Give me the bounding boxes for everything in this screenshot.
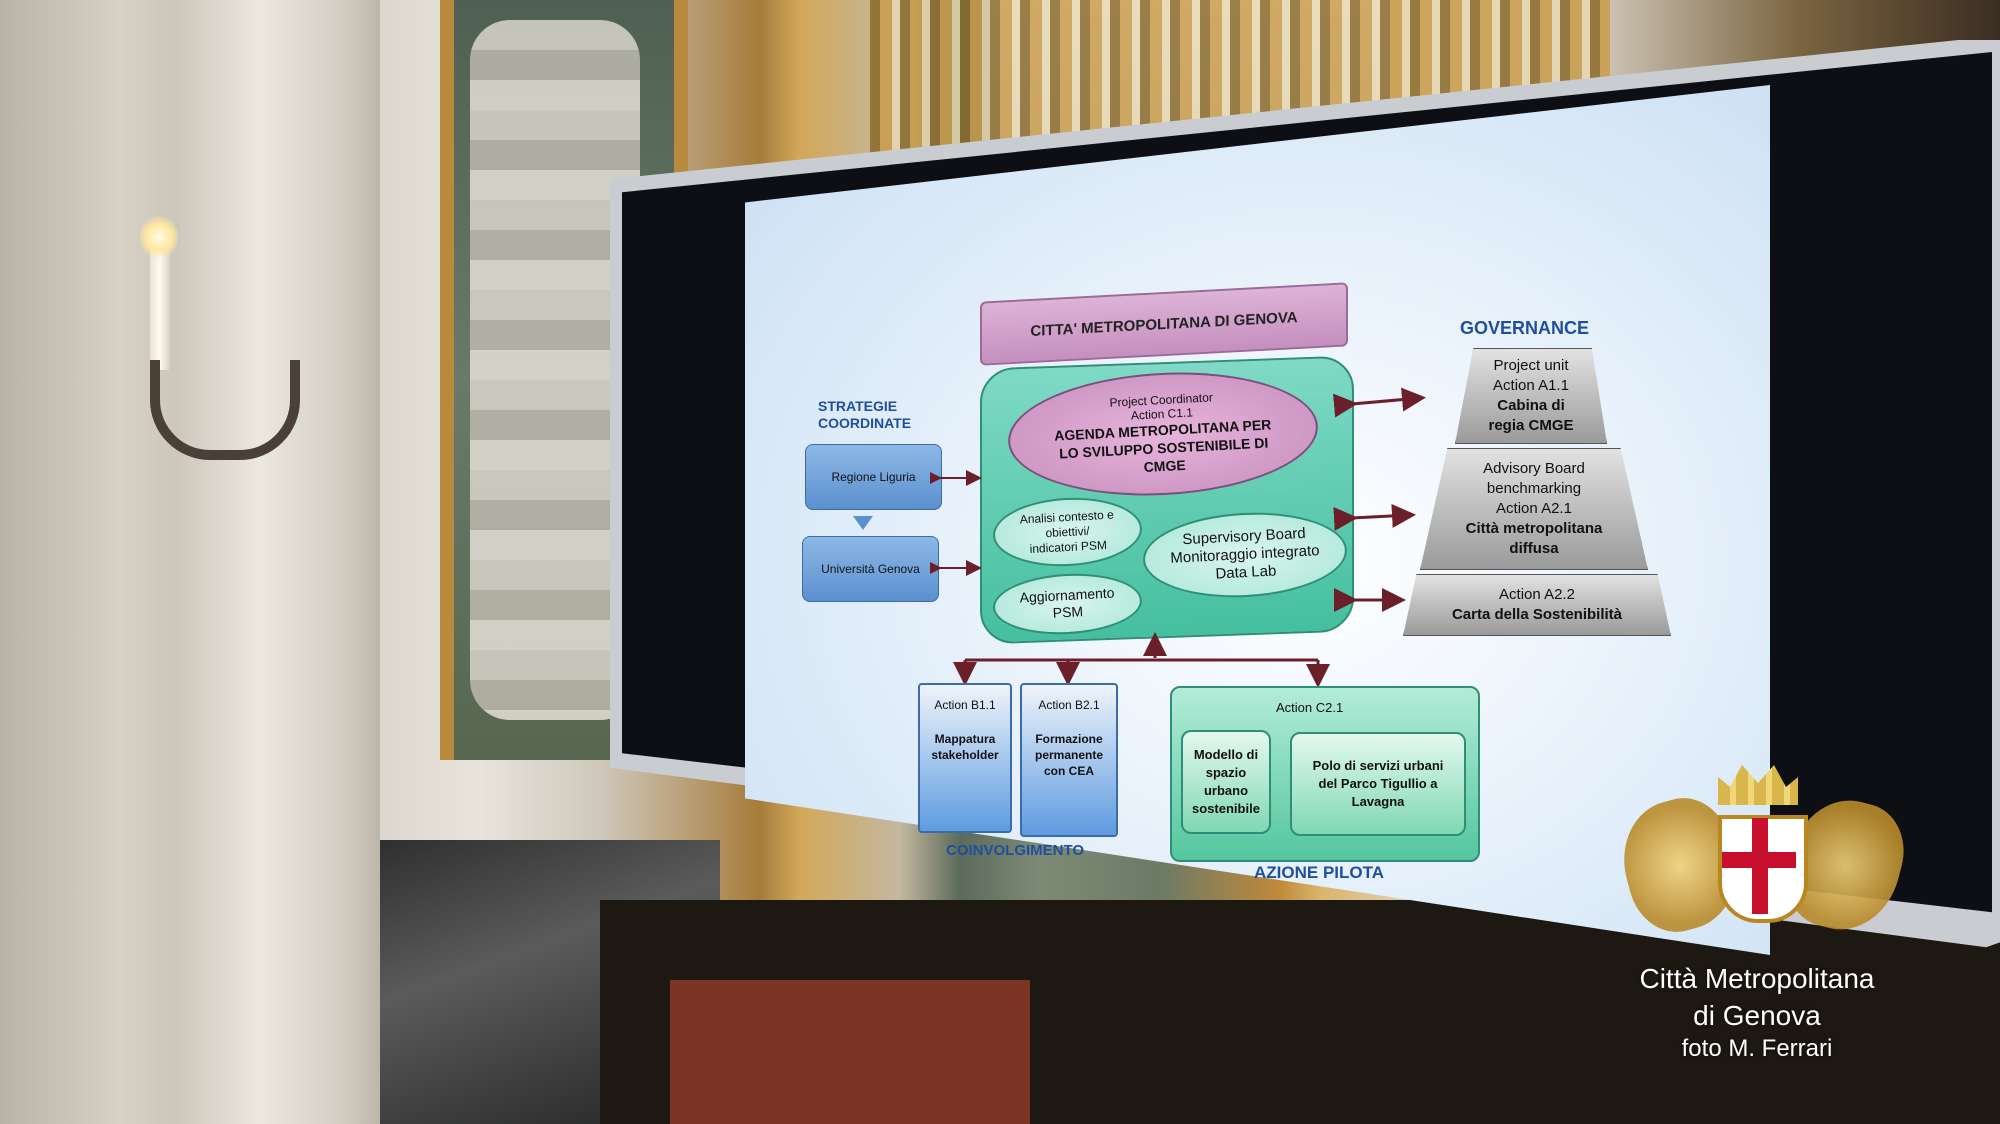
azione-pilota-label: AZIONE PILOTA [1254,863,1385,882]
p1-line3: urbano [1203,783,1249,798]
marble-pilaster [180,0,380,1124]
a11-line4: regia CMGE [1488,417,1574,434]
governance-a21-box: Advisory Board benchmarking Action A2.1 … [1420,448,1648,570]
p1-line2: spazio [1205,765,1247,780]
p2-line1: Polo di servizi urbani [1312,758,1444,773]
b21-desc-line3: con CEA [1043,764,1094,778]
p2-line3: Lavagna [1351,794,1405,809]
a22-line2: Carta della Sostenibilità [1451,606,1623,623]
a11-line2: Action A1.1 [1493,377,1569,394]
watermark-line2: di Genova [1693,1000,1821,1031]
p1-line1: Modello di [1193,747,1259,762]
watermark-line1: Città Metropolitana [1639,963,1875,994]
universita-label: Università Genova [821,562,920,576]
a22-line1: Action A2.2 [1499,586,1575,603]
action-b21-box: Action B2.1 Formazione permanente con CE… [1020,683,1118,837]
b21-desc-line2: permanente [1034,748,1104,762]
strategie-heading-line2: COORDINATE [818,415,912,431]
slide-title: CITTA' METROPOLITANA DI GENOVA [1030,308,1298,340]
a21-line3: Action A2.1 [1496,500,1572,517]
polo-box: Polo di servizi urbani del Parco Tigulli… [1290,732,1466,836]
b11-action: Action B1.1 [934,698,996,712]
connector-arrows [930,387,1426,688]
candle-light [150,240,170,370]
governance-a22-box: Action A2.2 Carta della Sostenibilità [1403,574,1671,636]
p1-line4: sostenibile [1192,801,1260,816]
arrow-a11 [1333,387,1426,418]
regione-liguria-box: Regione Liguria [805,444,942,510]
universita-genova-box: Università Genova [802,536,939,602]
b21-action: Action B2.1 [1038,698,1100,712]
governance-heading: GOVERNANCE [1460,318,1590,338]
b11-desc-line2: stakeholder [931,748,999,762]
b11-desc-line1: Mappatura [934,732,996,746]
a11-line1: Project unit [1493,357,1569,374]
watermark-credit: foto M. Ferrari [1681,1035,1833,1062]
sconce-arm [150,360,300,460]
down-triangle-icon [853,516,873,530]
regione-label: Regione Liguria [831,470,916,484]
coinvolgimento-label: COINVOLGIMENTO [946,842,1085,859]
a21-line1: Advisory Board [1483,460,1585,477]
p2-line2: del Parco Tigullio a [1318,776,1438,791]
strategie-heading-line1: STRATEGIE [818,398,898,414]
strategie-heading: STRATEGIE COORDINATE [818,398,911,432]
a21-line4: Città metropolitana [1465,520,1603,537]
b21-desc-line1: Formazione [1035,732,1103,746]
a21-line5: diffusa [1509,540,1559,557]
action-b11-box: Action B1.1 Mappatura stakeholder [918,683,1012,833]
a11-line3: Cabina di [1497,397,1565,414]
governance-a11-box: Project unit Action A1.1 Cabina di regia… [1455,348,1607,444]
a21-line2: benchmarking [1486,480,1582,497]
cross-icon-horizontal [1722,852,1796,868]
bulb-glow [140,215,178,259]
arrow-a21 [1333,503,1416,531]
c21-action: Action C2.1 [1276,700,1344,715]
modello-box: Modello di spazio urbano sostenibile [1181,730,1271,834]
av-desk [670,980,1030,1124]
